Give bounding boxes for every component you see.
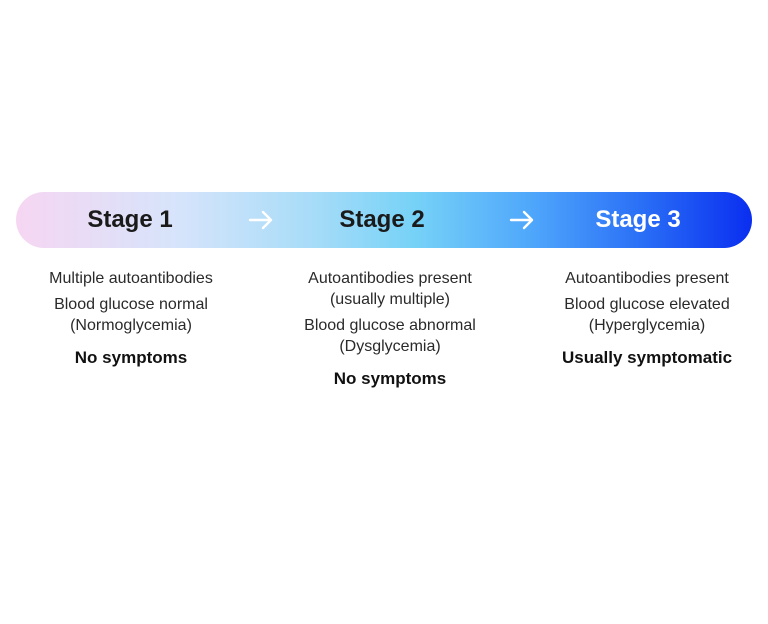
stage-1-symptom: No symptoms	[74, 348, 188, 367]
description-line: Blood glucose elevated	[564, 296, 730, 313]
stage-1-title: Stage 1	[87, 206, 173, 233]
description-line: (Dysglycemia)	[339, 338, 441, 355]
description-line: Autoantibodies present	[308, 270, 472, 287]
stage-progress-bar: Stage 1 Stage 2 Stage 3	[16, 192, 752, 248]
stage-3-symptom: Usually symptomatic	[561, 348, 733, 367]
stage-2-description: Autoantibodies present (usually multiple…	[270, 268, 510, 389]
description-line: Blood glucose normal	[54, 296, 208, 313]
stage-2-symptom: No symptoms	[333, 369, 447, 388]
description-line: (usually multiple)	[329, 291, 451, 308]
right-arrow-icon	[509, 210, 534, 230]
stage-2-title: Stage 2	[339, 206, 425, 233]
description-line: (Hyperglycemia)	[588, 317, 706, 334]
stage-3-description: Autoantibodies present Blood glucose ele…	[527, 268, 767, 368]
right-arrow-icon	[248, 210, 273, 230]
stage-1-description: Multiple autoantibodies Blood glucose no…	[11, 268, 251, 368]
description-line: Autoantibodies present	[565, 270, 729, 287]
description-line: (Normoglycemia)	[70, 317, 192, 334]
description-line: Blood glucose abnormal	[304, 317, 476, 334]
stage-3-title: Stage 3	[595, 206, 681, 233]
description-line: Multiple autoantibodies	[49, 270, 213, 287]
